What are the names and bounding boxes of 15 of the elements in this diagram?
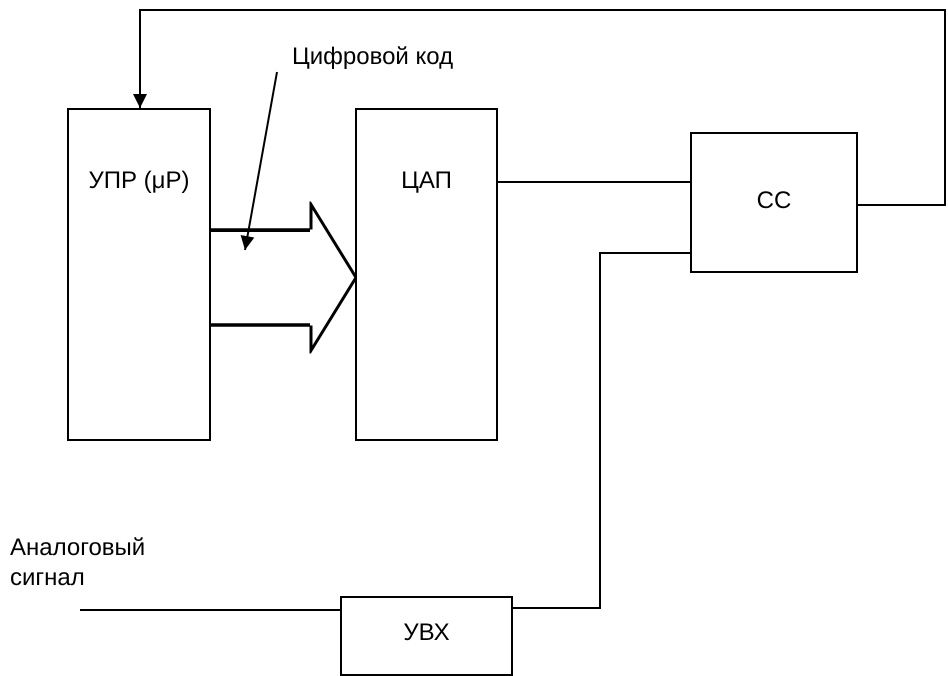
block-label: УВХ <box>402 618 451 648</box>
annotation-text: Цифровой код <box>292 42 492 74</box>
connector-line <box>513 252 690 609</box>
connector-line <box>80 609 340 611</box>
block-label: УПР (μP) <box>88 166 190 196</box>
annotation-text: Аналоговый сигнал <box>10 533 170 599</box>
block-box <box>690 132 858 273</box>
leader-line <box>240 72 278 250</box>
block-box <box>67 108 211 441</box>
block-label: ЦАП <box>400 166 453 196</box>
block-label: СС <box>756 186 792 216</box>
connector-line <box>498 181 690 183</box>
block-box <box>355 108 498 441</box>
block-box <box>340 596 513 676</box>
arrow <box>133 9 946 206</box>
